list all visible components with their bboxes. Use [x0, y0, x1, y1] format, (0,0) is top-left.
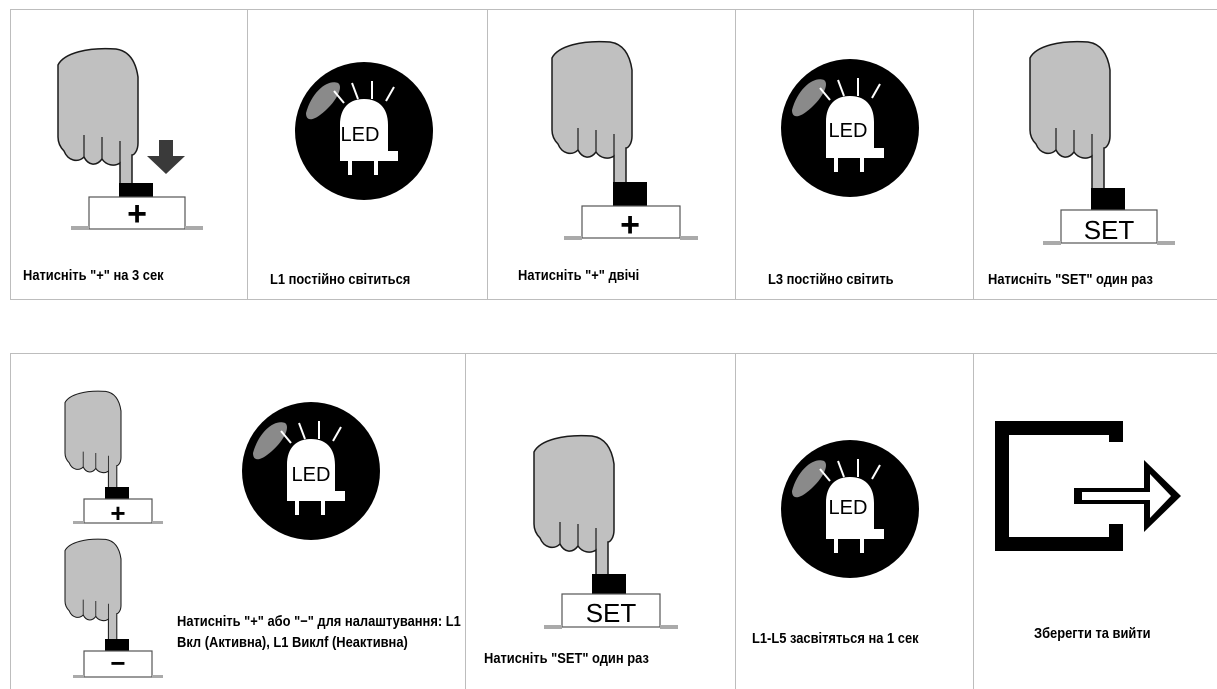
step-caption: Зберегти та вийти — [1034, 625, 1151, 642]
arrow-down-icon — [147, 140, 185, 174]
step-press-plus-3s: + Натисніть "+" на 3 сек — [11, 10, 247, 299]
hand-icon — [1029, 40, 1111, 211]
step-caption: Натисніть "SET" один раз — [988, 271, 1153, 288]
step-press-set: SET Натисніть "SET" один раз — [973, 10, 1217, 299]
button-cap — [613, 182, 647, 206]
plus-button-icon — [83, 498, 153, 524]
step-adjust-plus-minus: + − LED Натисніть "+" або "−" для налашт… — [11, 354, 465, 689]
button-cap — [105, 487, 129, 499]
step-illustration: SET — [533, 434, 678, 629]
step-l3-lit: LED L3 постійно світить — [735, 10, 973, 299]
minus-symbol: − — [110, 648, 125, 678]
minus-button-icon — [83, 650, 153, 678]
steps-row-2: + − LED Натисніть "+" або "−" для налашт… — [10, 353, 1217, 689]
plus-symbol: + — [127, 195, 147, 233]
step-save-exit: Зберегти та вийти — [973, 354, 1217, 689]
button-cap — [105, 639, 129, 651]
step-illustration — [995, 421, 1181, 551]
step-caption: L1 постійно світиться — [270, 271, 411, 288]
step-caption: L3 постійно світить — [768, 271, 894, 288]
step-caption: Натисніть "+" двічі — [518, 267, 640, 284]
step-caption: Натисніть "SET" один раз — [484, 650, 649, 667]
plus-button-icon — [88, 196, 186, 230]
step-illustration: LED — [294, 61, 434, 201]
step-caption: L1-L5 засвітяться на 1 сек — [752, 630, 919, 647]
set-button-icon — [1060, 209, 1158, 244]
set-label: SET — [1084, 215, 1135, 245]
step-caption: Натисніть "+" або "−" для налаштування: … — [177, 613, 461, 651]
led-label: LED — [829, 120, 868, 142]
button-cap — [119, 183, 153, 197]
step-l1-lit: LED L1 постійно світиться — [247, 10, 487, 299]
led-label: LED — [829, 497, 868, 519]
step-press-set-2: SET Натисніть "SET" один раз — [465, 354, 735, 689]
step-caption: Натисніть "+" на 3 сек — [23, 267, 164, 284]
led-label: LED — [292, 464, 331, 486]
step-illustration: LED — [780, 439, 920, 579]
step-all-leds-1s: LED L1-L5 засвітяться на 1 сек — [735, 354, 973, 689]
button-cap — [1091, 188, 1125, 210]
step-illustration: + − LED — [64, 390, 381, 678]
led-label: LED — [341, 124, 380, 146]
button-cap — [592, 574, 626, 594]
set-label: SET — [586, 598, 637, 628]
set-button-icon — [561, 593, 661, 628]
exit-icon — [995, 421, 1181, 551]
step-press-plus-twice: + Натисніть "+" двічі — [487, 10, 735, 299]
step-illustration: + — [551, 40, 698, 244]
plus-button-icon — [581, 205, 681, 239]
step-illustration: + — [57, 47, 203, 233]
plus-symbol: + — [110, 498, 125, 528]
step-illustration: LED — [780, 58, 920, 198]
step-illustration: SET — [1029, 40, 1175, 245]
steps-row-1: + Натисніть "+" на 3 сек LED L1 постійно… — [10, 9, 1217, 300]
plus-symbol: + — [620, 206, 640, 244]
